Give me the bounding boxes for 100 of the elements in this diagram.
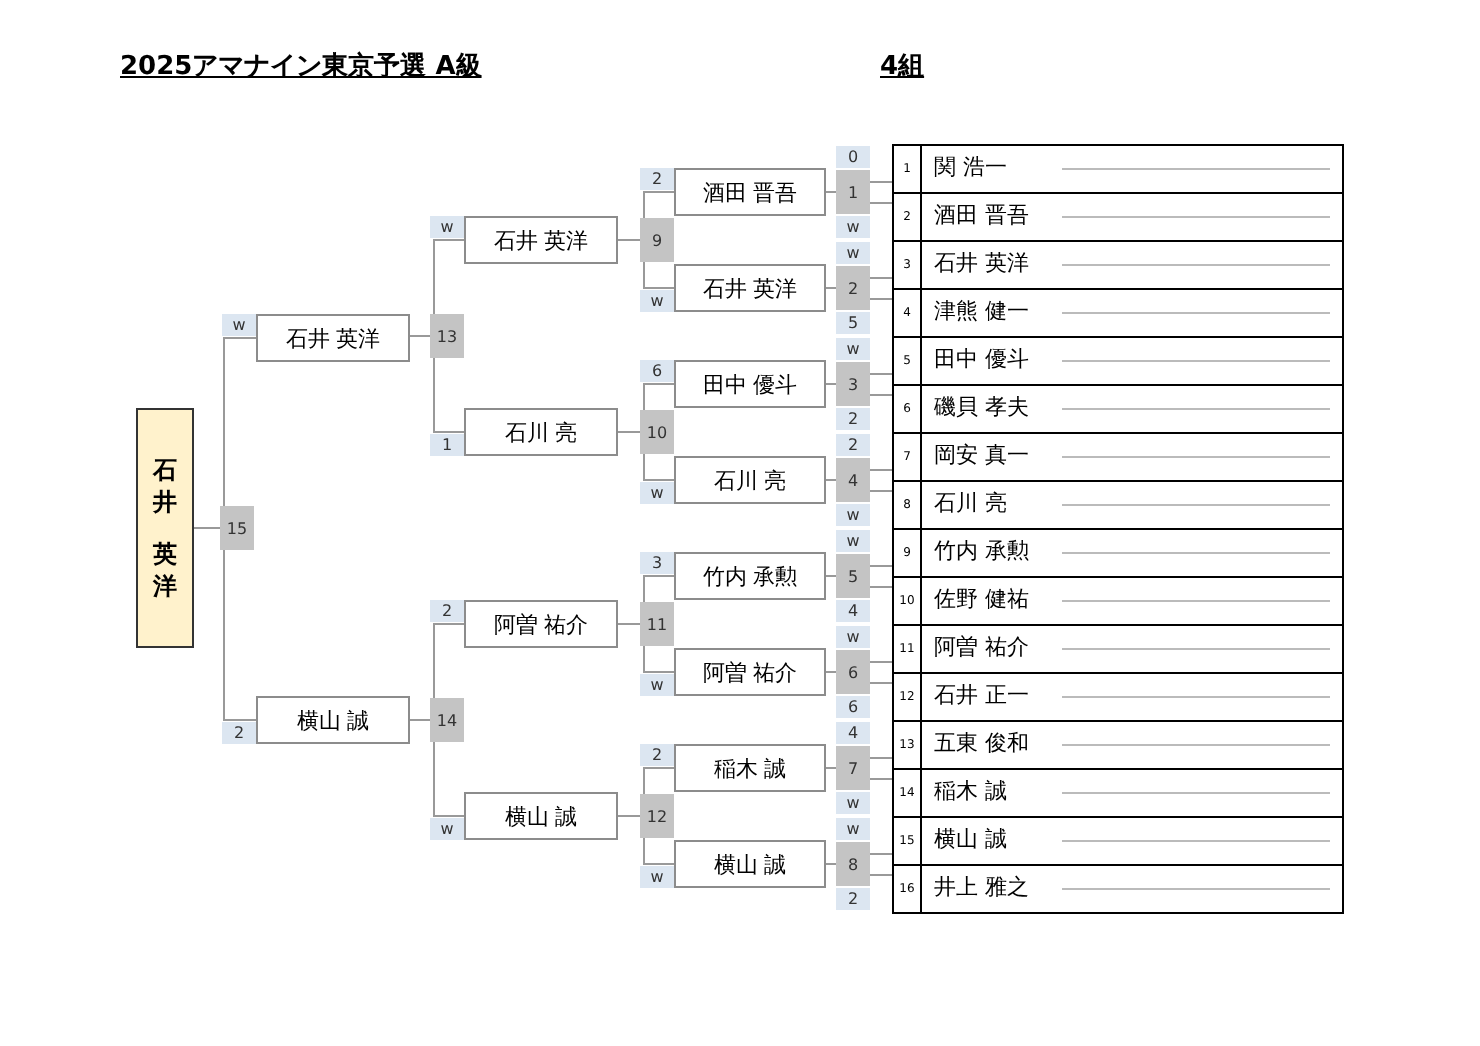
score-badge: 2 [836,408,870,430]
bracket-line [617,623,641,625]
player-name: 関 浩一 [934,152,1007,182]
bracket-line [825,575,837,577]
entry-row [892,672,1344,722]
bracket-line [869,778,893,780]
bracket-line [825,383,837,385]
match-number-box: 1 [836,170,870,214]
player-name: 石井 正一 [934,680,1029,710]
bracket-line [825,863,837,865]
player-box: 竹内 承勲 [674,552,826,600]
group-label: 4組 [880,50,925,84]
score-badge: 4 [836,600,870,622]
match-number-box: 13 [430,314,464,358]
bracket-line [433,623,465,699]
player-box: 石井 英洋 [464,216,618,264]
bracket-line [643,645,675,673]
match-number-box: 9 [640,218,674,262]
bracket-line [869,394,893,396]
score-badge: w [836,216,870,238]
match-number-box: 2 [836,266,870,310]
score-badge: w [836,818,870,840]
entry-row [892,384,1344,434]
champion-name: 石井 [151,453,179,518]
player-name: 井上 雅之 [934,872,1029,902]
score-badge: 2 [430,600,464,622]
player-name: 酒田 晋吾 [934,200,1029,230]
score-badge: 6 [836,696,870,718]
player-box: 石川 亮 [674,456,826,504]
bracket-line [825,479,837,481]
entry-row [892,432,1344,482]
player-name: 佐野 健祐 [934,584,1029,614]
entry-row [892,336,1344,386]
bracket-line [825,287,837,289]
bracket-line [825,191,837,193]
match-number-box: 10 [640,410,674,454]
bracket-line [825,767,837,769]
score-badge: w [836,242,870,264]
score-badge: w [640,482,674,504]
score-badge: w [430,216,464,238]
bracket-line [433,357,465,433]
entry-row [892,768,1344,818]
score-badge: w [836,338,870,360]
score-badge: w [640,866,674,888]
bracket-line [409,719,431,721]
match-number-box: 4 [836,458,870,502]
bracket-line [433,741,465,817]
bracket-line [869,874,893,876]
score-badge: 6 [640,360,674,382]
bracket-line [869,682,893,684]
score-badge: 2 [222,722,256,744]
score-badge: 0 [836,146,870,168]
entry-row [892,624,1344,674]
match-number-box: 8 [836,842,870,886]
score-badge: 2 [836,888,870,910]
entry-row [892,288,1344,338]
bracket-line [869,181,893,183]
score-badge: 4 [836,722,870,744]
bracket-line [869,490,893,492]
entry-row [892,144,1344,194]
entry-row [892,864,1344,914]
match-number-box: 12 [640,794,674,838]
player-box: 石井 英洋 [674,264,826,312]
bracket-line [643,261,675,289]
score-badge: 2 [640,744,674,766]
match-number-box: 3 [836,362,870,406]
title: 2025アマナイン東京予選 A級 [120,49,482,84]
score-badge: 2 [836,434,870,456]
bracket-line [643,383,675,411]
bracket-line [869,757,893,759]
bracket-line [643,191,675,219]
player-name: 石井 英洋 [934,248,1029,278]
bracket-line [869,586,893,588]
bracket-line [869,202,893,204]
player-name: 石川 亮 [934,488,1007,518]
match-number-box: 5 [836,554,870,598]
player-box: 田中 優斗 [674,360,826,408]
match-number-box: 11 [640,602,674,646]
entry-row [892,576,1344,626]
bracket-line [617,815,641,817]
bracket-line [193,527,221,529]
score-badge: w [640,290,674,312]
bracket-line [223,549,257,721]
score-badge: w [222,314,256,336]
score-badge: w [836,530,870,552]
score-badge: w [836,792,870,814]
player-box: 横山 誠 [256,696,410,744]
bracket-line [869,469,893,471]
score-badge: w [836,504,870,526]
player-name: 竹内 承勲 [934,536,1029,566]
bracket-line [825,671,837,673]
player-box: 横山 誠 [464,792,618,840]
match-number-box: 6 [836,650,870,694]
player-box: 酒田 晋吾 [674,168,826,216]
bracket-line [433,239,465,315]
score-badge: 1 [430,434,464,456]
match-number-box: 15 [220,506,254,550]
player-name: 田中 優斗 [934,344,1029,374]
player-box: 石川 亮 [464,408,618,456]
score-badge: w [836,626,870,648]
